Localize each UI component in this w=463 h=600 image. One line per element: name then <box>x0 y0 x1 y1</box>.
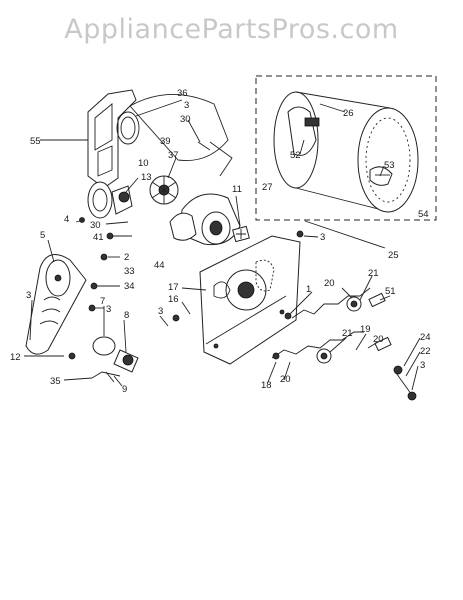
callout-17: 17 <box>168 282 179 293</box>
leader-lines <box>24 99 421 391</box>
callout-3: 3 <box>420 360 425 371</box>
callout-20: 20 <box>280 374 291 385</box>
callout-12: 12 <box>10 352 21 363</box>
callout-3: 3 <box>320 232 325 243</box>
blower-wheel <box>149 175 179 205</box>
callout-44: 44 <box>154 260 165 271</box>
callout-11: 11 <box>232 184 242 195</box>
drum-roller-upper <box>291 287 386 319</box>
callout-55: 55 <box>30 136 41 147</box>
callout-51: 51 <box>385 286 396 297</box>
drive-motor <box>169 193 241 246</box>
rear-bulkhead <box>87 89 137 189</box>
callout-labels: 55 36 3 30 39 37 10 13 11 4 5 30 41 2 44… <box>10 88 431 395</box>
callout-19: 19 <box>360 324 371 335</box>
callout-27: 27 <box>262 182 273 193</box>
callout-30: 30 <box>90 220 101 231</box>
callout-21: 21 <box>368 268 379 279</box>
callout-20: 20 <box>373 334 384 345</box>
callout-13: 13 <box>141 172 152 183</box>
callout-22: 22 <box>420 346 431 357</box>
callout-3: 3 <box>184 100 189 111</box>
callout-3: 3 <box>106 304 111 315</box>
callout-24: 24 <box>420 332 431 343</box>
callout-41: 41 <box>93 232 104 243</box>
callout-7: 7 <box>100 296 105 307</box>
callout-8: 8 <box>124 310 129 321</box>
callout-34: 34 <box>124 281 135 292</box>
callout-20: 20 <box>324 278 335 289</box>
callout-18: 18 <box>261 380 272 391</box>
callout-4: 4 <box>64 214 69 225</box>
callout-52: 52 <box>290 150 301 161</box>
seal-ring <box>116 111 140 145</box>
callout-37: 37 <box>168 150 179 161</box>
callout-36: 36 <box>177 88 188 99</box>
callout-2: 2 <box>124 252 129 263</box>
callout-5: 5 <box>40 230 45 241</box>
idler-pulley <box>92 336 116 356</box>
callout-25: 25 <box>388 250 399 261</box>
callout-21: 21 <box>342 328 353 339</box>
callout-3: 3 <box>158 306 163 317</box>
callout-54: 54 <box>418 209 429 220</box>
callout-1: 1 <box>306 284 311 295</box>
drum <box>273 91 419 213</box>
callout-16: 16 <box>168 294 179 305</box>
drum-assembly-box <box>255 75 437 221</box>
callout-10: 10 <box>138 158 149 169</box>
callout-33: 33 <box>124 266 135 277</box>
drum-roller-lower <box>271 331 392 364</box>
callout-9: 9 <box>122 384 127 395</box>
callout-39: 39 <box>160 136 171 147</box>
drive-belt <box>25 254 87 355</box>
callout-30: 30 <box>180 114 191 125</box>
callout-3: 3 <box>26 290 31 301</box>
callout-35: 35 <box>50 376 61 387</box>
watermark: AppliancePartsPros.com <box>64 14 399 45</box>
front-bulkhead <box>199 235 301 365</box>
blower-housing <box>87 181 133 219</box>
callout-53: 53 <box>384 160 395 171</box>
callout-26: 26 <box>343 108 354 119</box>
